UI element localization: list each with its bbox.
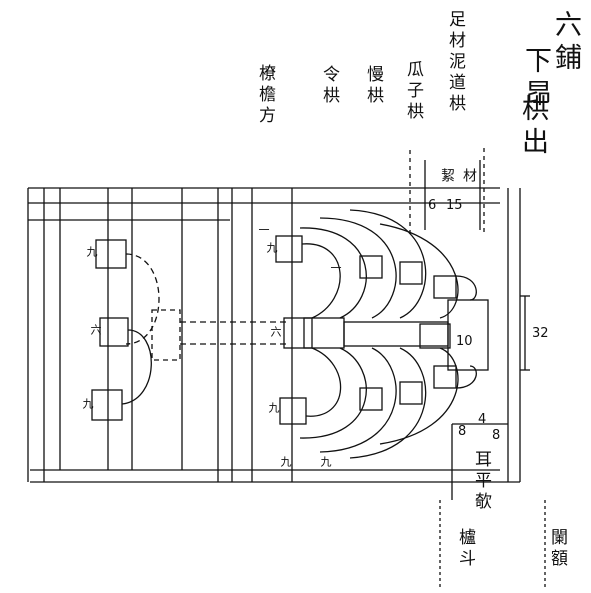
dim-15: 15 xyxy=(446,198,463,213)
mark-liu-1: 六 xyxy=(89,324,102,336)
dim-15-unit: 材 xyxy=(461,168,477,184)
mark-jiu-4: 九 xyxy=(267,402,280,414)
mark-jiu-1: 九 xyxy=(85,246,98,258)
label-erping-qi: 耳平欹 xyxy=(471,450,491,513)
mark-yi-1: 一 xyxy=(329,262,342,274)
dim-8a: 8 xyxy=(458,424,467,439)
label-ling-kong: 令栱 xyxy=(319,65,339,107)
mark-jiu-3: 九 xyxy=(265,242,278,254)
title-column-3: 栱出 xyxy=(517,94,548,160)
label-guazi-kong: 瓜子栱 xyxy=(403,60,423,123)
title-column-1: 六鋪 xyxy=(550,10,581,76)
mark-jiu-5: 九 xyxy=(279,456,292,468)
label-lane: 闌額 xyxy=(547,528,567,570)
label-liaoyan-fang: 橑檐方 xyxy=(255,64,275,127)
mark-jiu-2: 九 xyxy=(81,398,94,410)
dim-4: 4 xyxy=(478,412,487,427)
dim-8b: 8 xyxy=(492,428,501,443)
dim-10: 10 xyxy=(456,334,473,349)
label-zucai-nidao-kong: 足材泥道栱 xyxy=(445,10,465,115)
label-man-kong: 慢栱 xyxy=(363,65,383,107)
mark-yi-2: 一 xyxy=(257,224,270,236)
label-ludou: 櫨斗 xyxy=(455,528,475,570)
mark-liu-2: 六 xyxy=(269,326,282,338)
mark-jiu-6: 九 xyxy=(319,456,332,468)
dim-6: 6 xyxy=(428,198,437,213)
dim-6-unit: 絜 xyxy=(439,168,455,184)
dim-32: 32 xyxy=(532,326,549,341)
title-column-2: 下昂 xyxy=(520,46,551,112)
